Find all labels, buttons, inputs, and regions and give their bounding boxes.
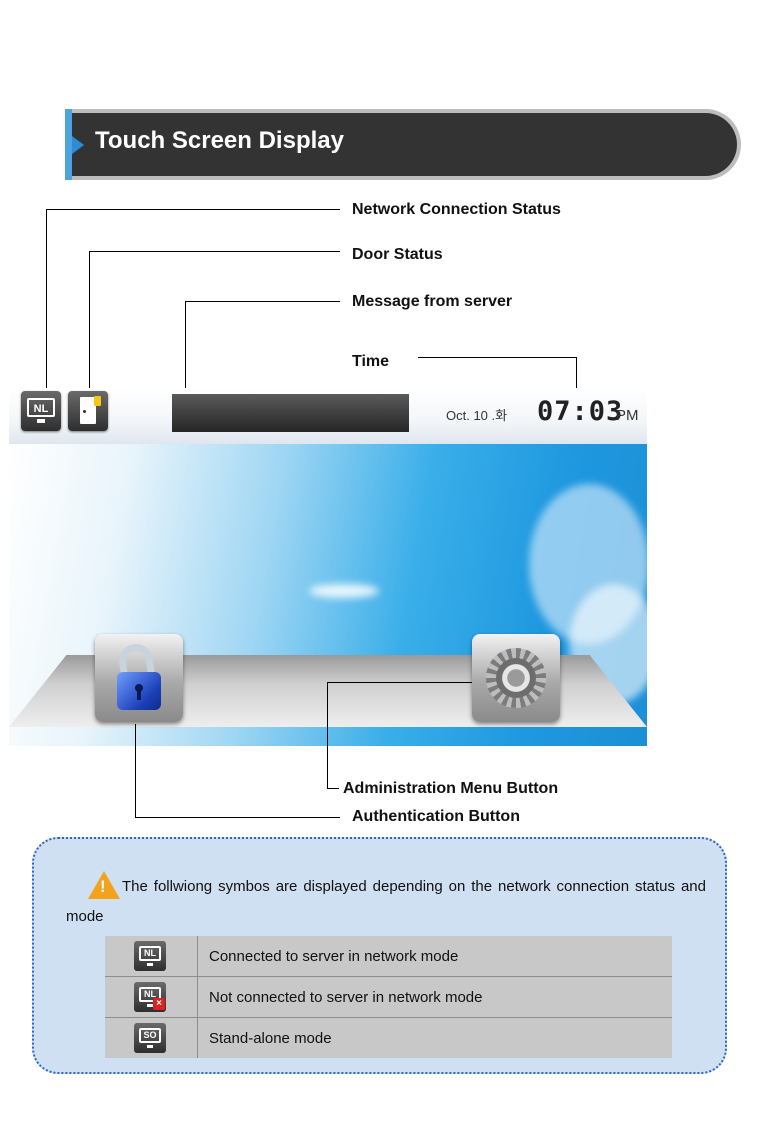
screen-date: Oct. 10 .화	[446, 408, 508, 423]
server-message-box	[172, 394, 409, 432]
label-door-status: Door Status	[352, 246, 443, 263]
admin-menu-button[interactable]	[472, 634, 560, 722]
gear-hub	[496, 658, 536, 698]
network-connected-icon: NL	[134, 941, 166, 971]
warning-mark: !	[100, 877, 106, 896]
header-accent-strip	[65, 109, 72, 180]
authentication-button[interactable]	[95, 634, 183, 722]
table-row: NL × Not connected to server in network …	[105, 976, 672, 1018]
legend-icon-cell: NL ×	[105, 976, 198, 1018]
monitor-stand	[147, 1045, 153, 1048]
info-note: The follwiong symbos are displayed depen…	[66, 878, 706, 925]
network-status-icon: NL	[21, 391, 61, 431]
section-header: Touch Screen Display	[65, 109, 741, 180]
standalone-icon: SO	[134, 1023, 166, 1053]
leader-time-h	[418, 357, 577, 358]
keyhole	[135, 684, 143, 692]
header-bar	[71, 113, 737, 176]
label-time: Time	[352, 353, 390, 370]
screen-time: 07:03	[537, 396, 624, 427]
warning-icon	[88, 871, 120, 899]
label-auth-button: Authentication Button	[352, 808, 520, 825]
monitor-stand	[147, 1004, 153, 1007]
monitor-icon-label: NL	[27, 398, 55, 417]
door-shape	[80, 397, 96, 424]
door-alert-badge	[94, 396, 101, 406]
symbol-legend-table: NL Connected to server in network mode N…	[105, 936, 672, 1058]
legend-label: Not connected to server in network mode	[197, 976, 672, 1018]
label-admin-menu: Administration Menu Button	[343, 780, 559, 797]
leader-auth-h	[135, 817, 340, 818]
header-arrow-icon	[72, 136, 84, 154]
leader-network-v	[46, 209, 47, 391]
leader-admin-tick	[327, 788, 339, 789]
leader-auth-v	[135, 724, 136, 818]
page-title: Touch Screen Display	[95, 127, 344, 154]
screen-ampm: PM	[616, 407, 639, 424]
leader-message-v	[185, 301, 186, 394]
label-network-status: Network Connection Status	[352, 201, 561, 218]
icon-label: SO	[139, 1028, 161, 1043]
door-knob	[83, 410, 86, 413]
leader-door-v	[89, 251, 90, 391]
door-status-icon	[68, 391, 108, 431]
leader-admin-v	[327, 682, 328, 789]
keyslot	[137, 689, 141, 700]
leader-message-h	[185, 301, 340, 302]
cloud	[309, 584, 379, 598]
leader-door-h	[89, 251, 340, 252]
label-server-message: Message from server	[352, 293, 513, 310]
leader-network-h	[46, 209, 340, 210]
legend-label: Connected to server in network mode	[197, 936, 672, 977]
close-icon: ×	[153, 998, 165, 1010]
legend-icon-cell: NL	[105, 936, 198, 977]
monitor-stand	[37, 419, 45, 423]
monitor-stand	[147, 963, 153, 966]
icon-label: NL	[139, 946, 161, 961]
legend-icon-cell: SO	[105, 1017, 198, 1058]
network-disconnected-icon: NL ×	[134, 982, 166, 1012]
table-row: SO Stand-alone mode	[105, 1017, 672, 1058]
leader-time-v	[576, 357, 577, 397]
legend-label: Stand-alone mode	[209, 1029, 332, 1047]
leader-admin-h	[327, 682, 472, 683]
icon-label: NL	[139, 987, 161, 1002]
table-row: NL Connected to server in network mode	[105, 936, 672, 977]
